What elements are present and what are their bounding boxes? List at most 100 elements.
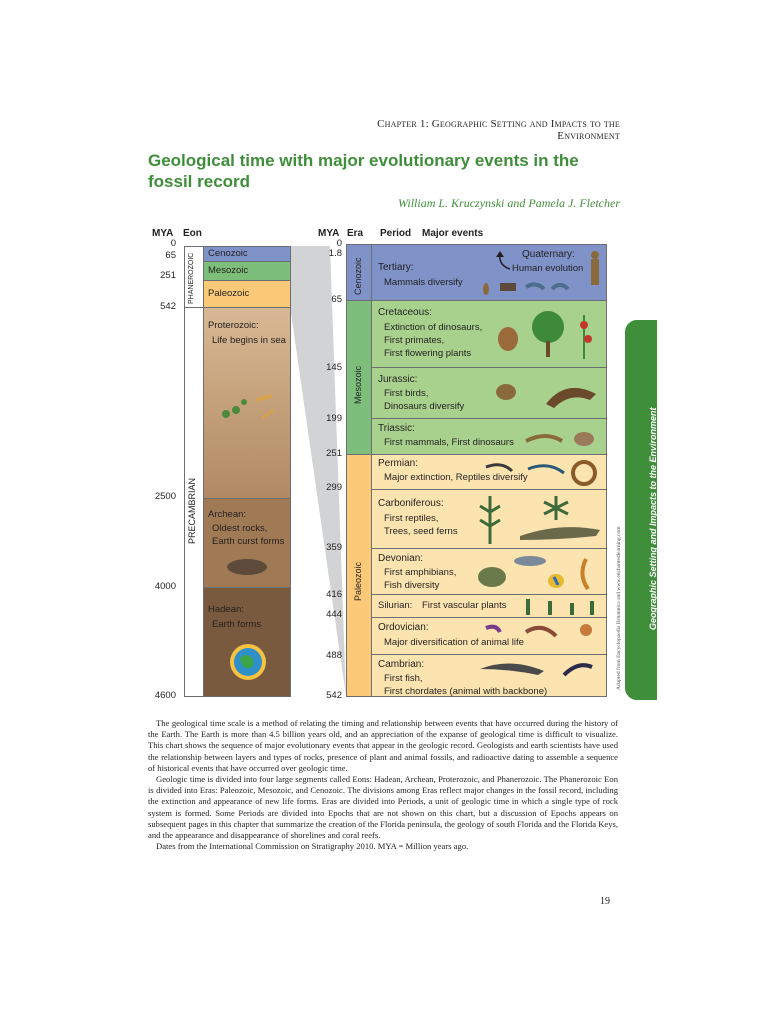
- plant-icons: [498, 311, 592, 359]
- period-silurian: Silurian: First vascular plants: [371, 594, 607, 618]
- period-event: First mammals, First dinosaurs: [384, 437, 514, 448]
- archean-event: Earth curst forms: [212, 536, 285, 547]
- period-event: First amphibians,: [384, 567, 457, 578]
- phanerozoic-label: PHANEROZOIC: [188, 252, 195, 304]
- body-paragraph: Geologic time is divided into four large…: [148, 774, 618, 841]
- right-tick: 488: [326, 650, 342, 661]
- period-cambrian: Cambrian: First fish, First chordates (a…: [371, 654, 607, 697]
- triassic-icons: [525, 432, 594, 446]
- early-fish-icons: [480, 663, 593, 677]
- cenozoic-era-label: Cenozoic: [353, 257, 363, 295]
- period-name: Ordovician:: [378, 622, 429, 633]
- period-event: First flowering plants: [384, 348, 472, 359]
- arrow-icon: [496, 251, 511, 270]
- human-icon: [591, 251, 599, 285]
- paleozoic-era-column: [346, 454, 372, 697]
- archean-event: Oldest rocks,: [212, 523, 268, 534]
- left-header-eon: Eon: [183, 228, 202, 239]
- period-name: Permian:: [378, 458, 419, 469]
- period-event: Trees, seed ferns: [384, 526, 458, 537]
- running-head: Chapter 1: Geographic Setting and Impact…: [377, 118, 620, 142]
- mesozoic-box: Mesozoic: [203, 261, 291, 281]
- left-header-mya: MYA: [152, 228, 174, 239]
- left-tick: 4000: [154, 581, 176, 592]
- right-tick: 145: [326, 362, 342, 373]
- figure-title: Geological time with major evolutionary …: [148, 151, 579, 191]
- mesozoic-era-label: Mesozoic: [353, 365, 363, 404]
- period-name: Cretaceous:: [378, 307, 432, 318]
- period-name: Triassic:: [378, 423, 415, 434]
- proterozoic-label: Proterozoic:: [208, 320, 259, 331]
- authors: William L. Kruczynski and Pamela J. Flet…: [398, 196, 620, 210]
- left-tick: 542: [160, 301, 176, 312]
- period-event: Major diversification of animal life: [384, 637, 524, 648]
- hadean-box: Hadean: Earth forms: [203, 587, 291, 697]
- right-tick: 0: [336, 238, 342, 249]
- image-credit: Adapted from Encyclopaedia Britannica an…: [616, 526, 622, 690]
- mammal-icons: [483, 282, 570, 295]
- vascular-plant-icons: [526, 599, 594, 615]
- period-name: Jurassic:: [378, 374, 418, 385]
- left-tick: 65: [165, 250, 176, 261]
- period-devonian: Devonian: First amphibians, Fish diversi…: [371, 548, 607, 595]
- proterozoic-event: Life begins in sea: [212, 335, 286, 346]
- period-name: Cambrian:: [378, 659, 425, 670]
- reptile-icons: [485, 460, 597, 486]
- early-life-icon: [222, 394, 275, 419]
- right-tick: 359: [326, 542, 342, 553]
- page-number: 19: [600, 896, 610, 907]
- left-tick: 4600: [154, 690, 176, 701]
- cenozoic-box: Cenozoic: [203, 246, 291, 262]
- right-tick: 444: [326, 609, 342, 620]
- period-tertiary: Tertiary: Mammals diversify Quaternary: …: [371, 244, 607, 301]
- period-event: Dinosaurs diversify: [384, 401, 465, 412]
- scale-connector: [290, 246, 346, 696]
- period-triassic: Triassic: First mammals, First dinosaurs: [371, 418, 607, 455]
- rock-icon: [227, 559, 267, 575]
- period-event: Major extinction, Reptiles diversify: [384, 472, 528, 483]
- chapter-side-tab-label: Geographic Setting and Impacts to the En…: [648, 407, 658, 630]
- period-event: First vascular plants: [422, 600, 507, 611]
- hadean-event: Earth forms: [212, 619, 262, 630]
- right-tick: 542: [326, 690, 342, 701]
- paleozoic-box: Paleozoic: [203, 280, 291, 308]
- hadean-label: Hadean:: [208, 604, 244, 615]
- cenozoic-label: Cenozoic: [208, 248, 248, 259]
- right-tick: 416: [326, 589, 342, 600]
- paleozoic-label: Paleozoic: [208, 288, 250, 299]
- period-jurassic: Jurassic: First birds, Dinosaurs diversi…: [371, 367, 607, 419]
- marine-life-icons: [485, 624, 592, 638]
- period-carboniferous: Carboniferous: First reptiles, Trees, se…: [371, 489, 607, 549]
- period-name: Carboniferous:: [378, 498, 444, 509]
- carboniferous-icons: [479, 496, 600, 544]
- period-event: First chordates (animal with backbone): [384, 686, 548, 697]
- period-event: First birds,: [384, 388, 429, 399]
- right-tick: 199: [326, 413, 342, 424]
- right-header-period: Period: [380, 228, 412, 239]
- left-tick: 2500: [154, 491, 176, 502]
- body-paragraph: Dates from the International Commission …: [156, 841, 469, 852]
- quaternary-name: Quaternary:: [522, 249, 575, 260]
- quaternary-event: Human evolution: [512, 263, 584, 274]
- fish-amphibian-icons: [478, 556, 590, 591]
- left-tick: 0: [170, 238, 176, 249]
- right-tick: 299: [326, 482, 342, 493]
- mesozoic-label: Mesozoic: [208, 265, 249, 276]
- period-name: Devonian:: [378, 553, 424, 564]
- period-permian: Permian: Major extinction, Reptiles dive…: [371, 454, 607, 490]
- period-event: Mammals diversify: [384, 277, 463, 288]
- chapter-side-tab: [625, 320, 657, 700]
- period-event: Fish diversity: [384, 580, 440, 591]
- left-tick: 251: [160, 270, 176, 281]
- period-event: Extinction of dinosaurs,: [384, 322, 483, 333]
- period-event: First reptiles,: [384, 513, 439, 524]
- right-tick: 1.8: [328, 248, 342, 259]
- right-header-events: Major events: [422, 228, 484, 239]
- right-tick: 251: [326, 448, 342, 459]
- body-paragraph: The geological time scale is a method of…: [148, 718, 618, 773]
- period-event: First primates,: [384, 335, 445, 346]
- earth-icon: [230, 644, 266, 680]
- period-name: Silurian:: [378, 600, 413, 611]
- period-event: First fish,: [384, 673, 423, 684]
- body-text: The geological time scale is a method of…: [148, 718, 618, 852]
